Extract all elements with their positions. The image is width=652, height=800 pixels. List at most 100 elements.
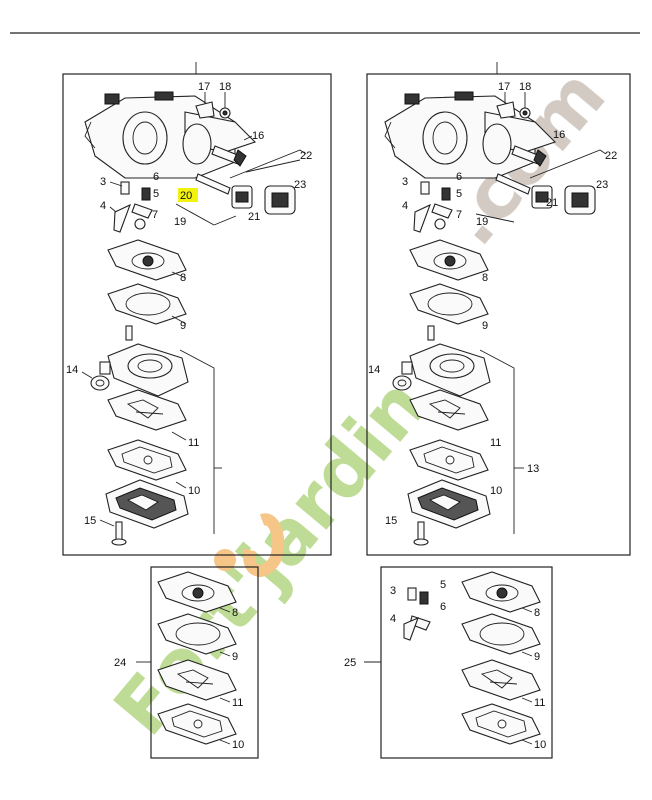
callout-3: 3 xyxy=(100,176,106,188)
part-9-gasket xyxy=(409,283,489,325)
part-19-needle xyxy=(495,173,531,195)
part-11-plate xyxy=(107,389,187,431)
kit25-plate-11 xyxy=(461,659,541,701)
kit25-callout-5: 5 xyxy=(440,579,446,591)
part-20 xyxy=(195,173,231,195)
part-23 xyxy=(264,185,296,215)
part-3 xyxy=(120,181,130,195)
callout-10: 10 xyxy=(188,485,200,497)
part-8-gasket xyxy=(107,239,187,281)
kit25-label: 25 xyxy=(344,657,356,669)
highlight-20 xyxy=(178,188,198,202)
callout-19: 19 xyxy=(476,216,488,228)
callout-11: 11 xyxy=(188,437,199,449)
part-11-gasket xyxy=(409,439,489,481)
callout-23: 23 xyxy=(596,179,608,191)
kit25-gasket-8 xyxy=(461,571,541,613)
part-15-screw xyxy=(413,521,429,546)
part-17 xyxy=(496,101,516,119)
part-23 xyxy=(564,185,596,215)
panel-right: 17 18 16 22 3 6 5 4 7 19 21 23 8 9 14 11… xyxy=(366,62,631,556)
screw-small xyxy=(125,325,133,341)
part-4 xyxy=(113,203,131,233)
kit25-part-4 xyxy=(403,616,419,641)
callout-6: 6 xyxy=(456,171,462,183)
callout-14: 14 xyxy=(368,364,380,376)
kit25-item-9: 9 xyxy=(534,651,540,663)
callout-16: 16 xyxy=(553,129,565,141)
screw-small xyxy=(427,325,435,341)
callout-22: 22 xyxy=(300,150,312,162)
callout-5: 5 xyxy=(153,188,159,200)
callout-4: 4 xyxy=(402,200,408,212)
callout-9: 9 xyxy=(180,320,186,332)
part-16 xyxy=(511,145,547,167)
kit25-item-11: 11 xyxy=(534,697,545,709)
part-10-cover xyxy=(407,479,491,529)
callout-21: 21 xyxy=(248,211,260,223)
part-17 xyxy=(195,101,215,119)
kit24-item-8: 8 xyxy=(232,607,238,619)
callout-7: 7 xyxy=(152,209,158,221)
callout-11: 11 xyxy=(490,437,501,449)
callout-22: 22 xyxy=(605,150,617,162)
callout-15: 15 xyxy=(84,515,96,527)
callout-21: 21 xyxy=(546,197,558,209)
part-3 xyxy=(420,181,430,195)
kit-24-panel: 24 8 9 11 10 xyxy=(114,566,259,759)
kit25-item-10: 10 xyxy=(534,739,546,751)
part-14-ring xyxy=(392,375,412,391)
callout-13: 13 xyxy=(527,463,539,475)
part-6 xyxy=(431,203,453,219)
part-4 xyxy=(413,203,431,233)
callout-17: 17 xyxy=(498,81,510,93)
part-5 xyxy=(141,187,151,201)
kit25-callout-4: 4 xyxy=(390,613,396,625)
part-10-cover xyxy=(105,479,189,529)
part-9-gasket xyxy=(107,283,187,325)
callout-3: 3 xyxy=(402,176,408,188)
kit24-item-9: 9 xyxy=(232,651,238,663)
kit25-callout-6: 6 xyxy=(440,601,446,613)
callout-7: 7 xyxy=(456,209,462,221)
callout-23: 23 xyxy=(294,179,306,191)
kit24-label: 24 xyxy=(114,657,126,669)
kit25-item-8: 8 xyxy=(534,607,540,619)
callout-10: 10 xyxy=(490,485,502,497)
callout-16: 16 xyxy=(252,130,264,142)
kit24-item-10: 10 xyxy=(232,739,244,751)
panel-left: 17 18 16 22 3 6 5 4 7 20 19 21 23 8 9 14… xyxy=(62,62,332,556)
callout-5: 5 xyxy=(456,188,462,200)
kit-25-panel: 3 5 4 6 25 8 9 11 10 xyxy=(344,566,553,759)
callout-6: 6 xyxy=(153,171,159,183)
kit25-cover-10 xyxy=(461,703,541,745)
part-18 xyxy=(519,107,531,119)
part-7 xyxy=(434,218,446,230)
callout-8: 8 xyxy=(180,272,186,284)
callout-9: 9 xyxy=(482,320,488,332)
kit24-item-11: 11 xyxy=(232,697,243,709)
kit25-gasket-9 xyxy=(461,613,541,655)
callout-8: 8 xyxy=(482,272,488,284)
part-11-gasket xyxy=(107,439,187,481)
callout-15: 15 xyxy=(385,515,397,527)
pump-body xyxy=(99,343,189,397)
part-18 xyxy=(219,107,231,119)
part-21 xyxy=(531,185,553,209)
callout-19: 19 xyxy=(174,216,186,228)
callout-18: 18 xyxy=(219,81,231,93)
kit25-callout-3: 3 xyxy=(390,585,396,597)
part-6 xyxy=(131,203,153,219)
callout-4: 4 xyxy=(100,200,106,212)
kit25-part-5 xyxy=(419,591,429,605)
callout-18: 18 xyxy=(519,81,531,93)
part-15-screw xyxy=(111,521,127,546)
part-7 xyxy=(134,218,146,230)
callout-20: 20 xyxy=(180,190,192,202)
callout-14: 14 xyxy=(66,364,78,376)
kit25-part-3 xyxy=(407,587,417,601)
part-14-ring xyxy=(90,375,110,391)
part-16 xyxy=(211,145,247,167)
part-5 xyxy=(441,187,451,201)
